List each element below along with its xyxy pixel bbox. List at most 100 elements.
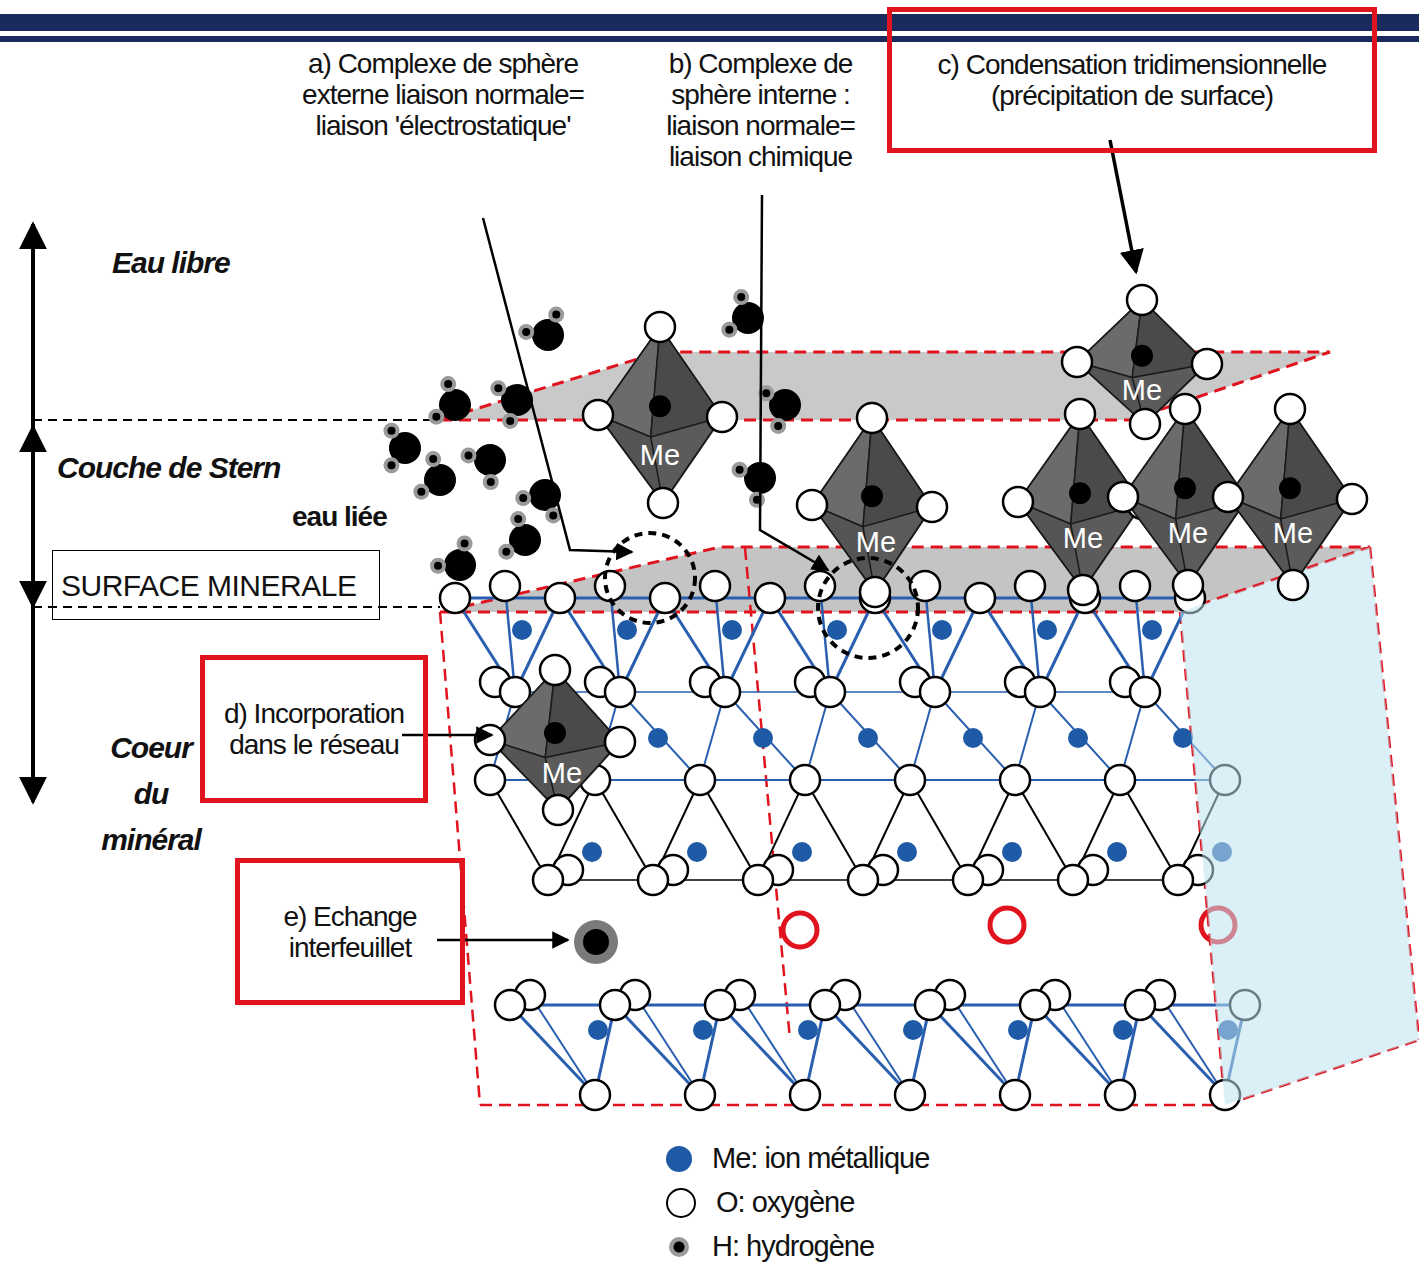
bond-line — [830, 692, 910, 780]
octahedron — [1077, 300, 1207, 424]
bond-line — [935, 692, 1015, 780]
oxygen-atom — [790, 1080, 820, 1110]
metal-label: Me — [542, 758, 582, 788]
water-hydrogen — [461, 539, 469, 547]
metal-ion — [588, 1020, 608, 1040]
metal-label: Me — [1273, 518, 1313, 548]
metal-ion — [753, 728, 773, 748]
oxygen-atom — [1173, 570, 1203, 600]
callout-text: b) Complexe de sphère interne : liaison … — [638, 48, 883, 172]
water-oxygen — [444, 549, 476, 581]
water-hydrogen — [440, 376, 456, 392]
level-line — [33, 419, 430, 421]
oxygen-atom — [860, 577, 890, 607]
octahedron — [1018, 414, 1142, 590]
oxygen-atom — [1025, 677, 1055, 707]
water-hydrogen — [518, 324, 534, 340]
metal-ion — [1173, 728, 1193, 748]
interlayer-ion — [583, 929, 609, 955]
oxygen-atom — [857, 403, 887, 433]
oxygen-atom — [1015, 571, 1045, 601]
water-hydrogen — [490, 380, 506, 396]
oxygen-atom — [953, 865, 983, 895]
water-hydrogen — [444, 380, 452, 388]
oxygen-atom — [710, 677, 740, 707]
octahedron — [812, 418, 932, 592]
legend-row: Me: ion métallique — [666, 1142, 929, 1175]
oxygen-atom — [475, 725, 505, 755]
complex-circle — [605, 533, 695, 623]
mineral-box — [440, 547, 1419, 1105]
oxygen-atom — [895, 765, 925, 795]
bond-line — [1040, 692, 1120, 780]
oxygen-atom — [848, 865, 878, 895]
metal-ion — [1113, 1020, 1133, 1040]
oxygen-atom — [600, 990, 630, 1020]
octahedron-face — [1176, 409, 1247, 519]
metal-ion — [858, 728, 878, 748]
oxygen-atom — [1108, 482, 1138, 512]
oxygen-atom — [645, 312, 675, 342]
oxygen-atom — [533, 865, 563, 895]
legend-label: O: oxygène — [716, 1186, 854, 1219]
zone-label: Couche de Stern — [57, 445, 280, 491]
water-hydrogen — [506, 417, 514, 425]
water-hydrogen — [510, 511, 526, 527]
clay-lattice — [440, 571, 1260, 1110]
metal-label: Me — [856, 527, 896, 557]
oxygen-atom — [583, 400, 613, 430]
octahedron — [490, 670, 620, 810]
zone-label: eau liée — [292, 494, 387, 540]
metal-center — [1279, 477, 1301, 499]
legend-swatch — [666, 1146, 692, 1172]
oxygen-atom — [1003, 487, 1033, 517]
interlayer-ion — [574, 920, 618, 964]
process-box: d) Incorporation dans le réseau — [200, 655, 428, 803]
water-hydrogen — [464, 451, 472, 459]
water-hydrogen — [515, 490, 531, 506]
water-hydrogen — [387, 461, 395, 469]
oxygen-atom — [1163, 865, 1193, 895]
bond-line — [805, 780, 863, 880]
water-hydrogen — [383, 457, 399, 473]
metal-ion — [1107, 842, 1127, 862]
oxygen-atom — [1130, 677, 1160, 707]
bond-line — [530, 995, 595, 1095]
water-oxygen — [532, 319, 564, 351]
metal-ion — [582, 842, 602, 862]
oxygen-atom — [540, 655, 570, 685]
text-group: e) Echange interfeuillet — [248, 901, 452, 963]
metal-ion — [1008, 1020, 1028, 1040]
metal-center — [544, 722, 566, 744]
metal-ion — [827, 620, 847, 640]
oxygen-atom — [1337, 484, 1367, 514]
water-hydrogen — [483, 474, 499, 490]
octahedron — [598, 327, 722, 503]
oxygen-atom — [1127, 285, 1157, 315]
metal-ion — [897, 842, 917, 862]
bond-line — [930, 1005, 1015, 1095]
legend-swatch — [666, 1188, 696, 1218]
level-line — [33, 606, 440, 608]
complex-circle — [818, 558, 918, 658]
water-hydrogen — [487, 478, 495, 486]
oxygen-atom — [915, 990, 945, 1020]
metal-ion — [1142, 620, 1162, 640]
metal-ion — [932, 620, 952, 640]
bond-line — [635, 995, 700, 1095]
legend-label: H: hydrogène — [712, 1230, 874, 1263]
water-hydrogen — [428, 409, 444, 425]
metal-center — [1131, 345, 1153, 367]
water-oxygen — [474, 444, 506, 476]
metal-ion — [792, 842, 812, 862]
bond-line — [1120, 780, 1178, 880]
metal-ion — [687, 842, 707, 862]
bond-line — [1055, 995, 1120, 1095]
water-hydrogen — [494, 384, 502, 392]
metal-ion — [693, 1020, 713, 1040]
leader-lines — [402, 140, 1136, 940]
process-box: c) Condensation tridimensionnelle (préci… — [887, 7, 1377, 153]
box-label: e) Echange interfeuillet — [248, 901, 452, 963]
legend-swatch — [669, 1237, 689, 1257]
water-hydrogen — [460, 447, 476, 463]
